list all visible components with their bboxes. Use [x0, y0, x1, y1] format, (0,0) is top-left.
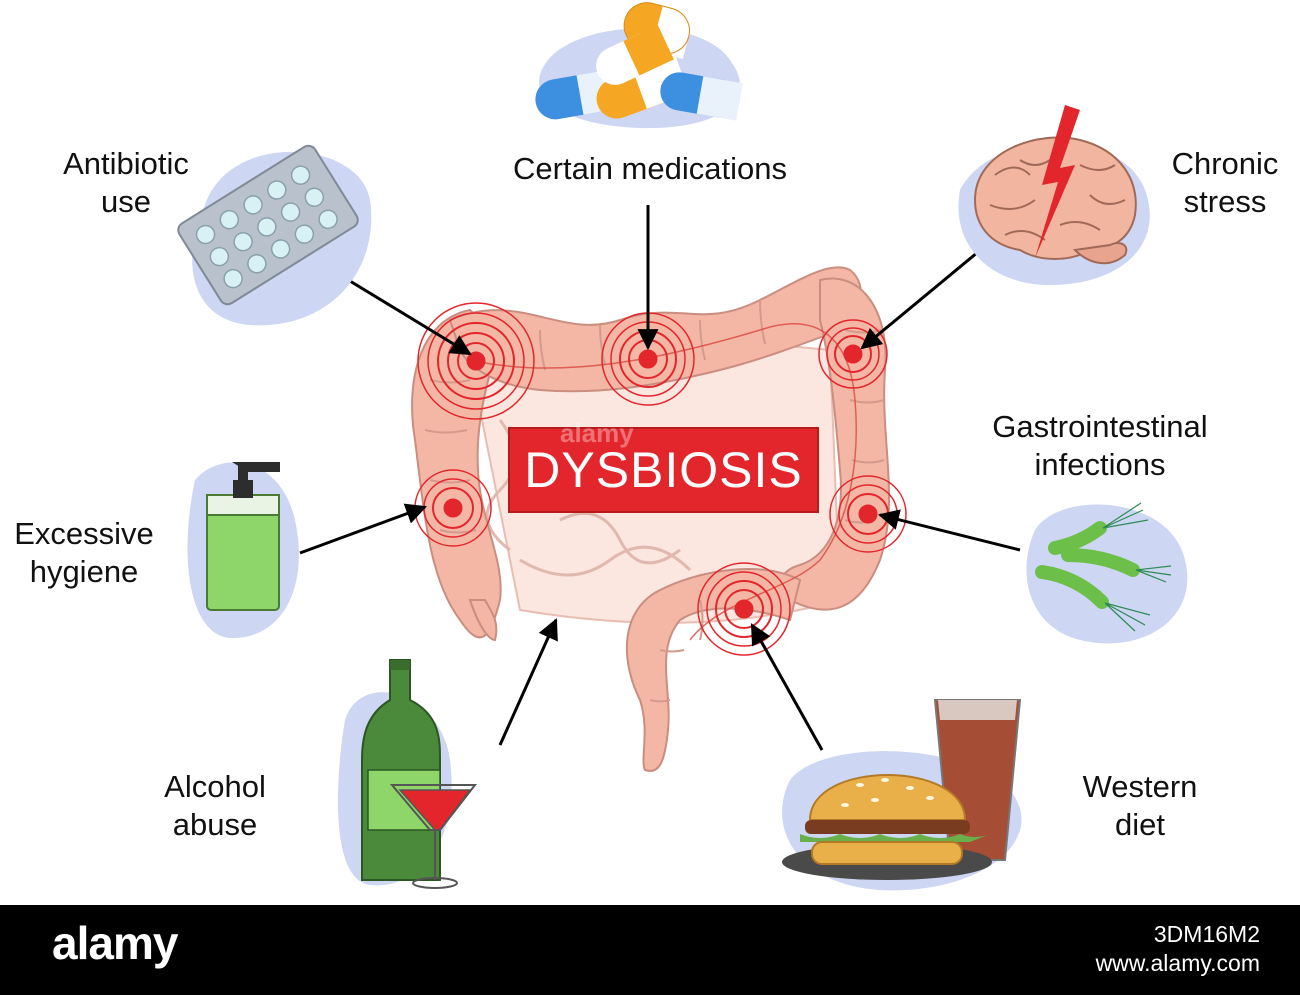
arrow-antibiotic — [344, 276, 472, 356]
pills-icon — [535, 2, 743, 129]
target-markers — [414, 302, 907, 656]
footer-bar — [0, 905, 1300, 995]
diagram-artwork — [177, 2, 1188, 891]
arrow-hygiene — [299, 503, 427, 555]
arrows — [299, 205, 1021, 751]
blister-pack-icon — [177, 144, 372, 326]
image-code: 3DM16M2 www.alamy.com — [1096, 920, 1260, 978]
fast-food-icon — [782, 699, 1022, 891]
label-certain-medications: Certain medications — [513, 151, 787, 186]
site-url: www.alamy.com — [1095, 950, 1260, 976]
dysbiosis-banner: DYSBIOSIS — [508, 427, 819, 513]
colon-illustration — [411, 266, 891, 772]
arrow-stress — [860, 250, 979, 350]
watermark: alamy — [560, 418, 634, 448]
image-id: 3DM16M2 — [1153, 921, 1260, 947]
brand-logo: alamy — [52, 917, 178, 969]
bacteria-icon — [1026, 502, 1188, 644]
soap-dispenser-icon — [187, 462, 299, 639]
arrow-infections — [877, 509, 1021, 552]
arrow-alcohol — [498, 618, 558, 746]
brain-icon — [958, 105, 1150, 285]
alcohol-icon — [337, 659, 478, 889]
dysbiosis-title: DYSBIOSIS — [524, 442, 803, 498]
arrow-diet — [750, 623, 824, 751]
